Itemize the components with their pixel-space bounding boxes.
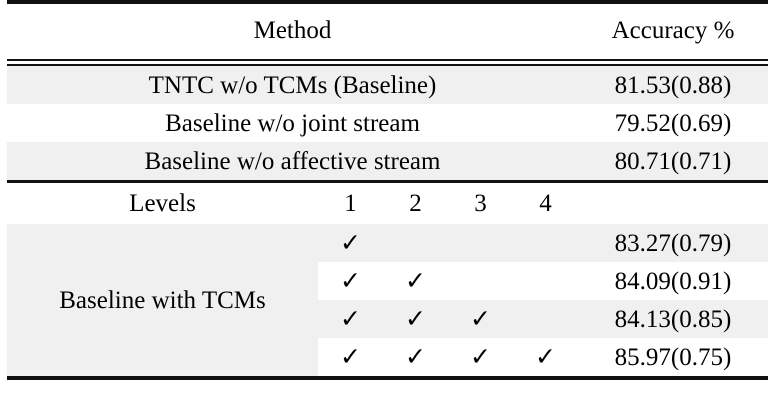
level-checkbox-cell-3 (448, 262, 513, 300)
level-checkbox-cell-2 (383, 224, 448, 262)
level-checkbox-cell-4: ✓ (513, 338, 578, 378)
level-checkbox-cell-1: ✓ (318, 300, 383, 338)
level-checkbox-cell-1: ✓ (318, 338, 383, 378)
level-checkbox-cell-4 (513, 224, 578, 262)
level-checkbox-cell-1: ✓ (318, 224, 383, 262)
check-icon: ✓ (340, 229, 361, 257)
column-header-method: Method (7, 2, 578, 59)
ablation-method-label: TNTC w/o TCMs (Baseline) (7, 65, 578, 104)
check-icon: ✓ (405, 267, 426, 295)
check-icon: ✓ (340, 305, 361, 333)
table-row: ✓ ✓ 84.09(0.91) (7, 262, 768, 300)
level-column-header-2: 2 (383, 181, 448, 224)
column-header-accuracy: Accuracy % (578, 2, 768, 59)
level-checkbox-cell-1: ✓ (318, 262, 383, 300)
table-bottom-rule (7, 376, 768, 382)
levels-label: Levels (7, 181, 318, 224)
level-checkbox-cell-2: ✓ (383, 300, 448, 338)
ablation-accuracy-value: 79.52(0.69) (578, 104, 768, 142)
level-column-header-1: 1 (318, 181, 383, 224)
check-icon: ✓ (340, 343, 361, 371)
level-checkbox-cell-4 (513, 300, 578, 338)
tcm-accuracy-value: 84.13(0.85) (578, 300, 768, 338)
tcm-accuracy-value: 84.09(0.91) (578, 262, 768, 300)
header-double-rule-lower-line (7, 60, 768, 66)
level-column-header-4: 4 (513, 181, 578, 224)
header-double-rule-lower (7, 60, 768, 66)
level-checkbox-cell-2: ✓ (383, 338, 448, 378)
table-row: ✓ ✓ ✓ ✓ 85.97(0.75) (7, 338, 768, 378)
table-row: ✓ ✓ ✓ 84.13(0.85) (7, 300, 768, 338)
table-row: Baseline with TCMs ✓ 83.27(0.79) (7, 224, 768, 378)
level-column-header-3: 3 (448, 181, 513, 224)
section-divider-rule-line (7, 179, 768, 183)
check-icon: ✓ (405, 305, 426, 333)
check-icon: ✓ (470, 343, 491, 371)
level-checkbox-cell-2: ✓ (383, 262, 448, 300)
level-checkbox-cell-4 (513, 262, 578, 300)
tcm-group-label: Baseline with TCMs (7, 224, 318, 378)
level-checkbox-cell-3: ✓ (448, 338, 513, 378)
ablation-method-label: Baseline w/o affective stream (7, 142, 578, 180)
level-checkbox-cell-3: ✓ (448, 300, 513, 338)
table-bottom-rule-line (7, 376, 768, 382)
check-icon: ✓ (470, 305, 491, 333)
check-icon: ✓ (340, 267, 361, 295)
table-row: TNTC w/o TCMs (Baseline)81.53(0.88) (7, 65, 768, 104)
ablation-method-label: Baseline w/o joint stream (7, 104, 578, 142)
section-divider-rule (7, 179, 768, 183)
check-icon: ✓ (405, 343, 426, 371)
ablation-accuracy-value: 81.53(0.88) (578, 65, 768, 104)
check-icon: ✓ (535, 343, 556, 371)
levels-accuracy-placeholder (578, 181, 768, 224)
level-checkbox-cell-3 (448, 224, 513, 262)
tcm-accuracy-value: 85.97(0.75) (578, 338, 768, 378)
tcm-accuracy-value: 83.27(0.79) (578, 224, 768, 262)
ablation-accuracy-value: 80.71(0.71) (578, 142, 768, 180)
